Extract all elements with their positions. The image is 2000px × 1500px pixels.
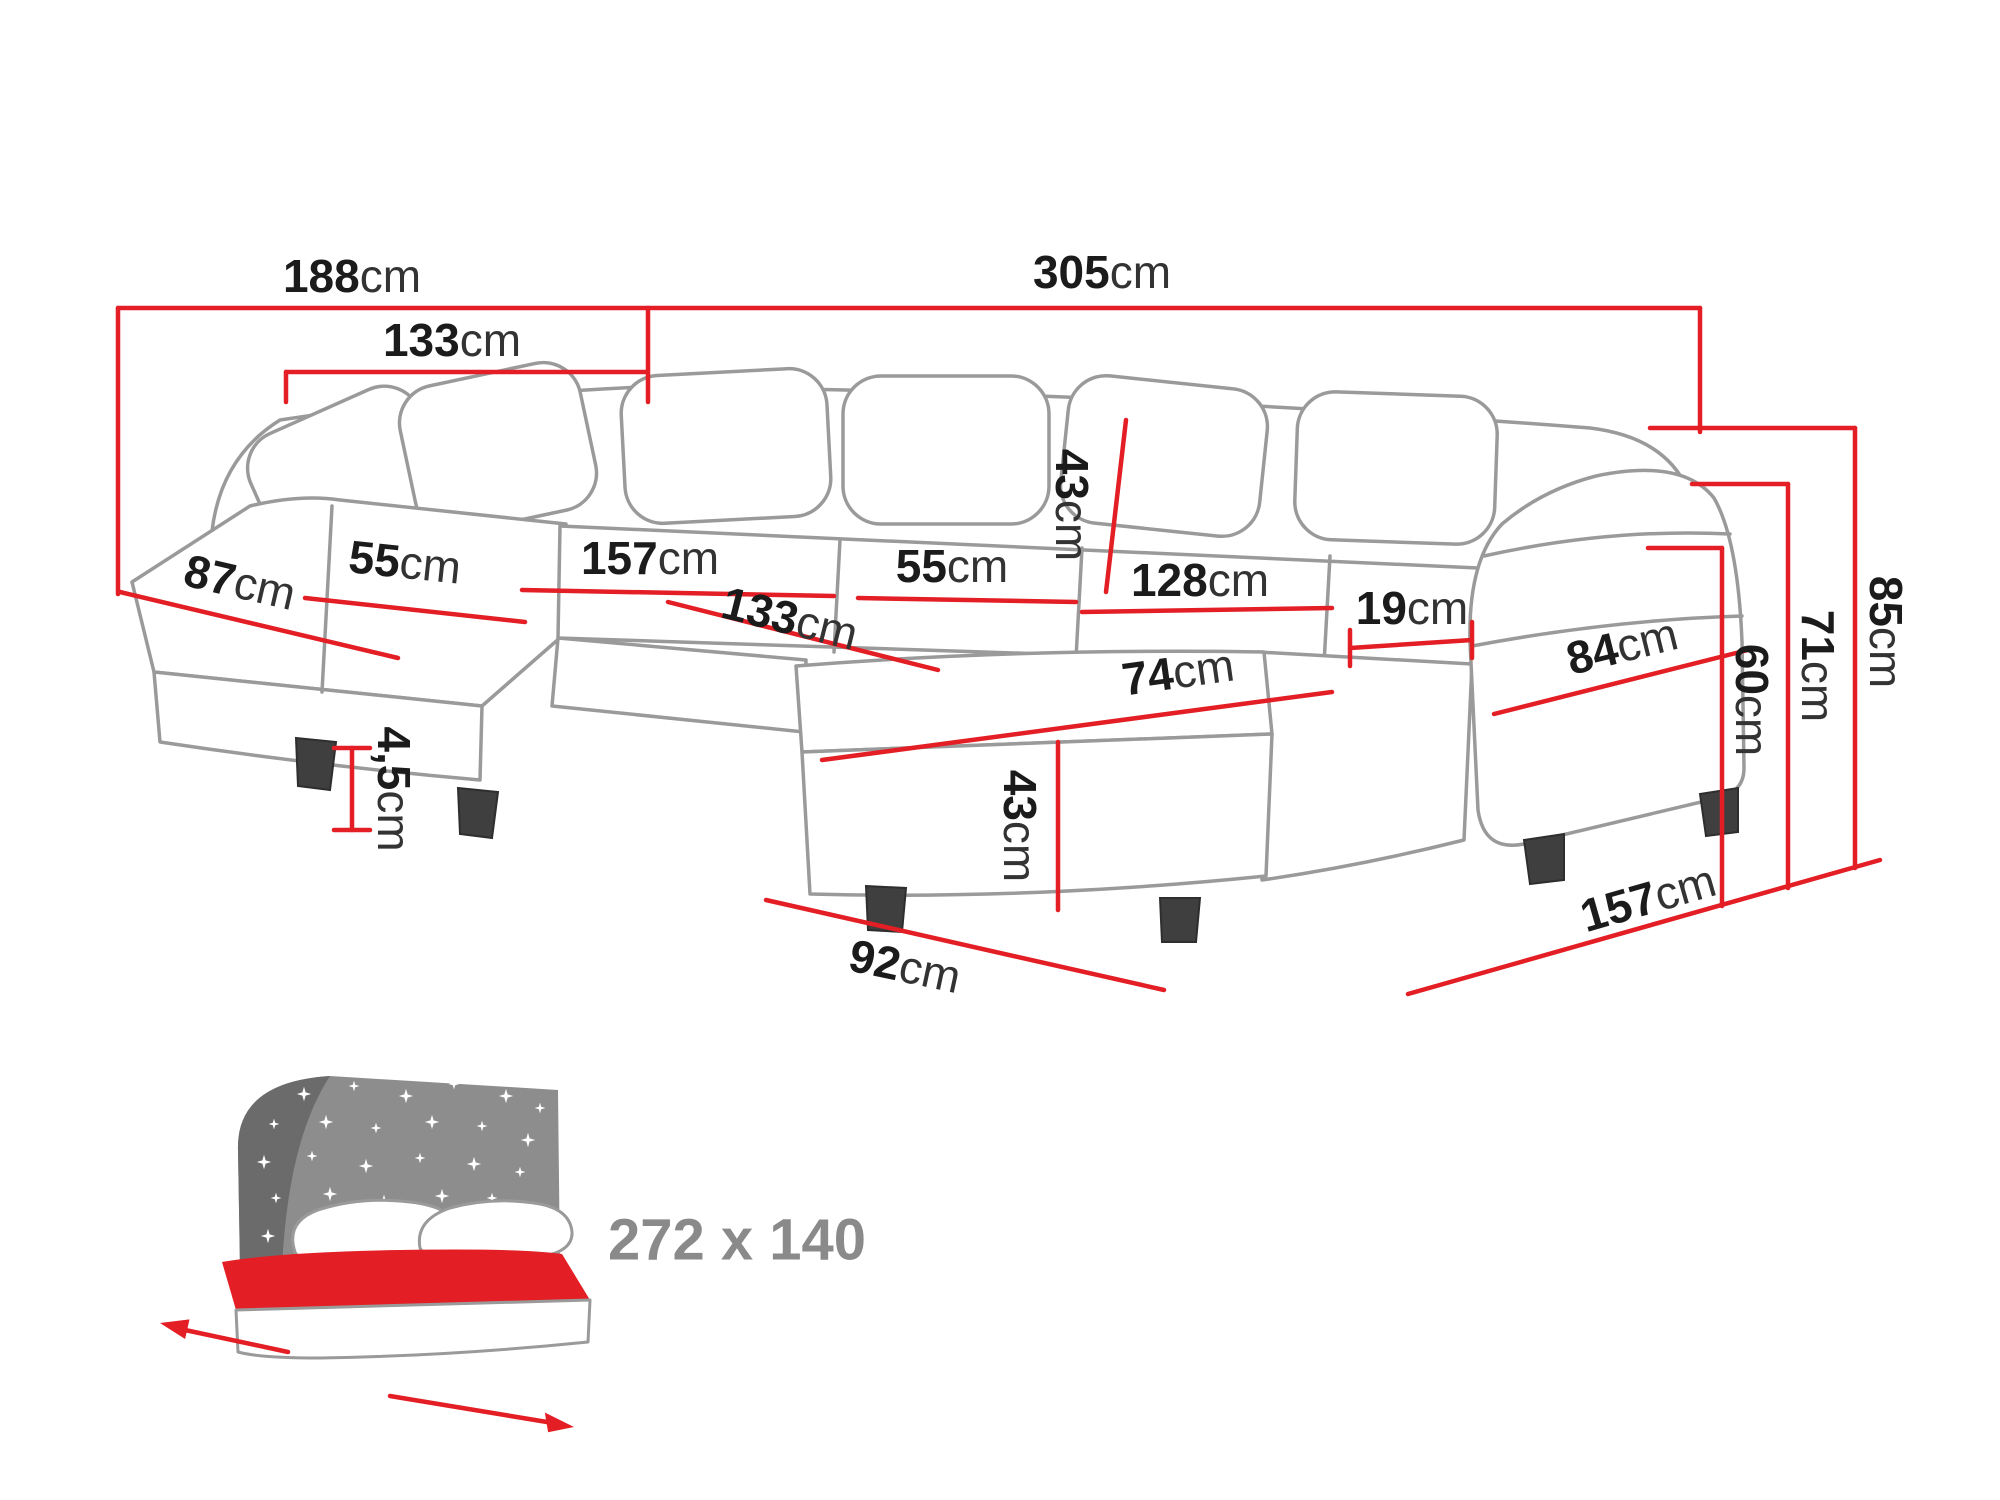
dim-label: 157cm [581,532,719,584]
dim-line [1405,857,1883,997]
dim-chaise-tip: 87cm [117,544,401,661]
dim-line [763,897,1167,993]
dim-label: 133cm [383,314,521,366]
dim-label: 19cm [1356,582,1469,634]
ottoman-front [800,732,1274,897]
dim-cushion-left: 55cm [302,530,528,625]
dim-label: 157cm [1574,854,1721,942]
dim-line [519,587,837,599]
bed-arrow-left-head [160,1319,190,1339]
sofa-drawing [130,360,1746,943]
right-armrest-inner-line-1 [1470,614,1744,648]
dim-label: 55cm [346,530,463,593]
dim-armrest-length: 84cm [1491,607,1751,717]
dim-seat-height: 60cm [1645,545,1778,909]
dim-label: 71cm [1792,610,1844,723]
dim-line [302,595,528,625]
dim-leg-height: 4,5cm [331,726,420,852]
dim-label: 43cm [994,770,1046,883]
dim-label: 85cm [1860,576,1912,689]
dim-line [1491,647,1751,717]
bed-arrow-front-line [387,1393,550,1425]
dim-label: 60cm [1726,644,1778,757]
dim-cushion-mid: 55cm [855,540,1079,605]
sofa-leg [294,736,338,792]
dim-width-total: 305cm [645,246,1703,435]
sleeping-area-label: 272 x 140 [608,1208,866,1273]
back-cushion-3 [619,366,833,526]
dim-line [855,595,1079,605]
dim-label: 128cm [1131,554,1269,606]
sofa-leg [1698,786,1739,838]
bed-headboard-shadow [237,1076,330,1268]
back-cushion-5 [1058,373,1270,539]
dim-label: 4,5cm [368,726,420,851]
dim-line [1347,637,1475,651]
dim-label: 92cm [845,929,966,1003]
dim-width-left: 188cm [115,250,651,597]
dim-label: 87cm [179,544,300,620]
dim-armrest-height: 71cm [1689,481,1844,891]
dim-ottoman-depth: 92cm [763,897,1167,1003]
sofa-leg [1158,897,1202,943]
sleeping-area-icon: 272 x 140 [160,1076,866,1433]
dim-label: 74cm [1119,638,1238,705]
dim-seat-middle: 157cm [519,532,837,599]
dim-ottoman-width: 74cm [819,638,1335,763]
seat-front-strip [550,636,808,734]
dim-armrest-width: 19cm [1347,582,1475,669]
dim-line [117,589,401,661]
sofa-leg [456,786,500,840]
dim-line [819,689,1335,763]
dim-label: 84cm [1561,607,1683,685]
back-cushion-6 [1293,390,1499,546]
bed-arrow-left-line [182,1327,291,1355]
bed-dimension-arrows [160,1319,574,1433]
dim-label: 43cm [1046,449,1098,562]
dim-line [665,599,941,673]
bed-base [234,1298,592,1360]
back-cushion-4 [841,374,1051,526]
dim-total-height: 85cm [1647,425,1912,871]
dim-label: 305cm [1033,246,1171,298]
sofa-leg [1522,832,1565,886]
dim-seat-right: 128cm [1079,554,1335,615]
seat-seam-1 [832,538,842,654]
dim-label: 55cm [896,540,1009,592]
dim-ottoman-height: 43cm [994,739,1061,913]
right-chaise [1256,650,1474,882]
dim-back-left: 133cm [283,314,649,405]
dim-chaise-right-depth: 157cm [1405,854,1883,997]
dim-label: 188cm [283,250,421,302]
dim-line [1079,605,1335,615]
dim-back-cushion-height: 43cm [1046,417,1129,595]
seat-seam-2 [1074,546,1084,660]
bed-arrow-front-head [544,1412,574,1433]
bed-mattress [222,1249,590,1317]
dim-line [1103,417,1129,595]
right-armrest-inner-line-2 [1482,531,1732,558]
